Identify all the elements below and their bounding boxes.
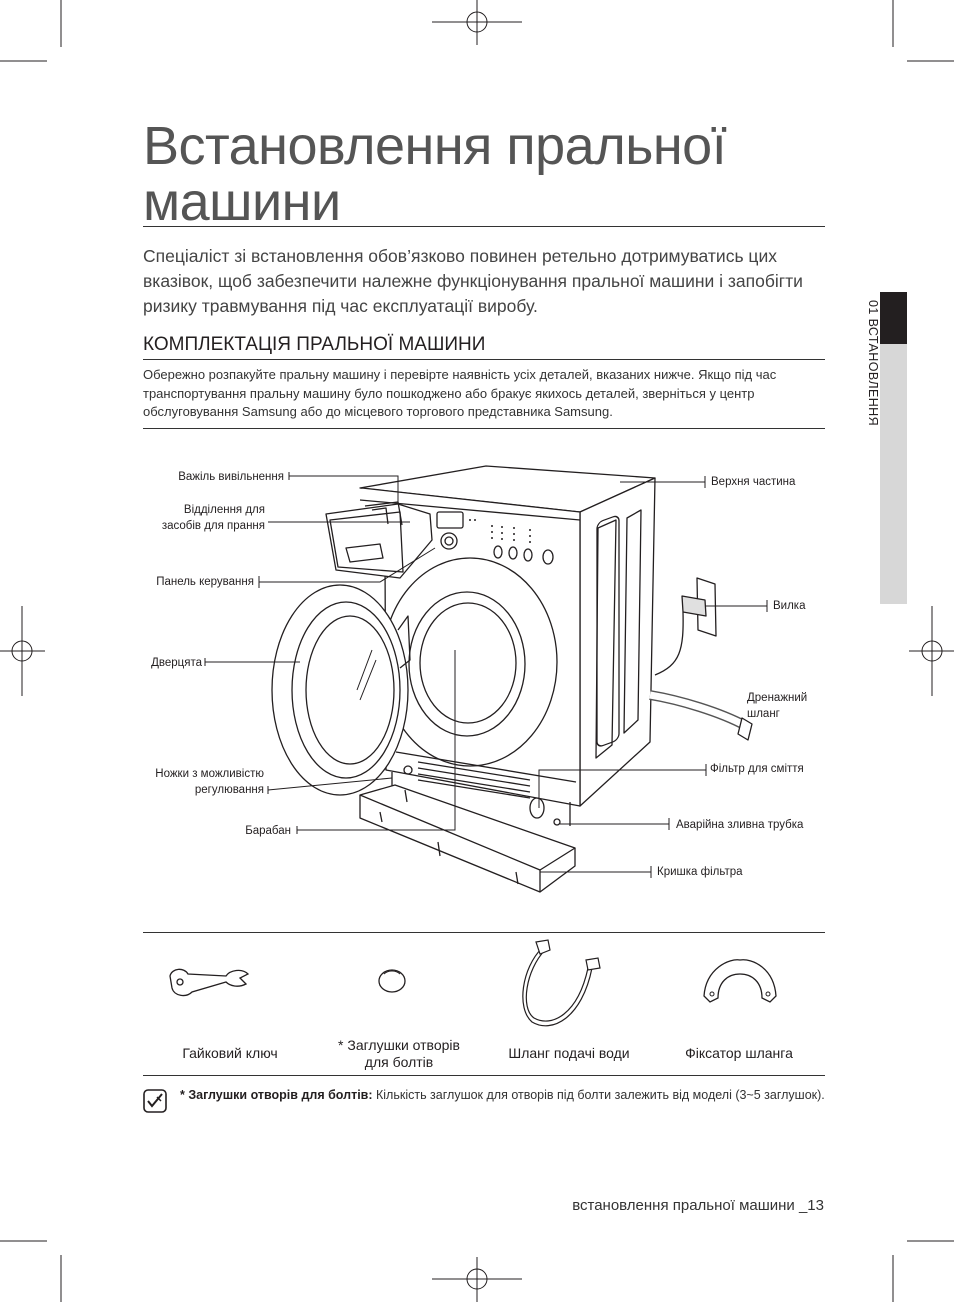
page-footer: встановлення пральної машини _13 [572,1197,824,1214]
accessory-hose-guide-label: Фіксатор шланга [685,1045,793,1061]
chapter-tab-label: 01 ВСТАНОВЛЕННЯ [866,300,880,427]
label-door: Дверцята [151,657,202,669]
chapter-tab-white [852,292,880,604]
hose-guide-icon [703,959,777,1003]
label-detergent-line1: Відділення для [183,504,265,516]
title-line-2: машини [143,172,341,232]
label-drum: Барабан [245,825,291,837]
note-text: * Заглушки отворів для болтів: Кількість… [180,1086,825,1104]
label-debris-filter: Фільтр для сміття [710,763,804,775]
label-drain-hose: Дренажний шланг [747,690,807,722]
accessory-bolt-caps-label: * Заглушки отворів для болтів [314,1037,484,1071]
label-filter-cover: Кришка фільтра [657,866,743,878]
label-drain-line2: шланг [747,708,780,720]
label-drain-line1: Дренажний [747,692,808,704]
note-icon [143,1089,167,1113]
intro-text: Спеціаліст зі встановлення обов’язково п… [143,246,803,316]
bolt-cap-icon [378,969,406,993]
label-detergent-line2: засобів для прання [161,520,265,532]
label-control-panel: Панель керування [156,576,254,588]
label-detergent-drawer: Відділення для засобів для прання [162,502,265,534]
label-top: Верхня частина [711,476,796,488]
spanner-icon [169,968,250,997]
accessories-divider-top [143,932,825,933]
accessory-bolt-caps-line1: * Заглушки отворів [338,1037,460,1053]
chapter-tab-marker [880,292,907,344]
note-body: Кількість заглушок для отворів під болти… [372,1088,825,1102]
note-bold: * Заглушки отворів для болтів: [180,1088,373,1102]
label-emergency-drain: Аварійна зливна трубка [676,819,804,831]
accessory-water-hose-label: Шланг подачі води [508,1045,630,1061]
accessories-divider-bottom [143,1075,825,1076]
label-feet-line1: Ножки з можливістю [155,768,264,780]
section-heading: КОМПЛЕКТАЦІЯ ПРАЛЬНОЇ МАШИНИ [143,334,486,355]
label-feet-line2: регулювання [194,784,264,796]
section-divider [143,359,825,360]
title-line-1: Встановлення пральної [143,116,727,176]
label-adjustable-feet: Ножки з можливістю регулювання [155,766,264,798]
label-plug: Вилка [773,600,806,612]
page-title: Встановлення пральної машини [143,118,833,230]
section-divider-bottom [143,428,825,429]
accessory-bolt-caps-line2: для болтів [364,1054,434,1070]
title-divider [143,226,825,227]
accessory-spanner-label: Гайковий ключ [182,1045,278,1061]
label-release-lever: Важіль вивільнення [178,471,284,483]
section-body: Обережно розпакуйте пральну машину і пер… [143,367,777,419]
water-hose-icon [522,939,601,1027]
washing-machine-diagram [204,465,768,893]
